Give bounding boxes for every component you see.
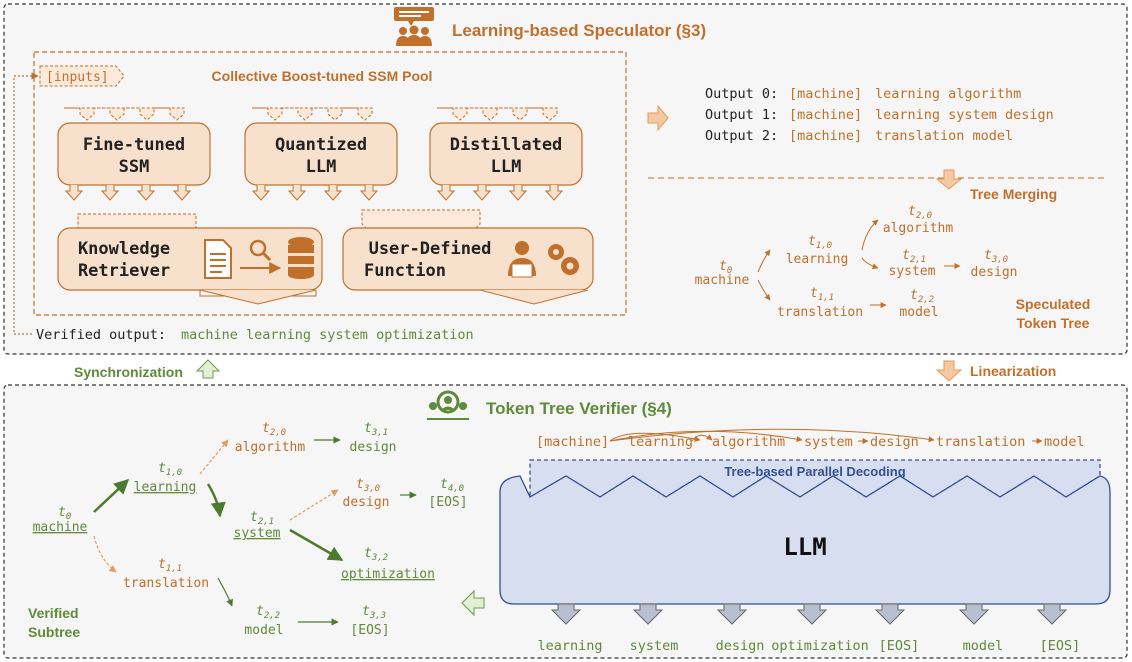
llm-output-2: design <box>716 638 765 654</box>
udf-line1: User-Defined <box>369 239 492 259</box>
llm-block <box>499 475 1111 605</box>
model-2-line1: Quantized <box>275 135 367 155</box>
udf-line2: Function <box>364 261 446 281</box>
llm-output-pins <box>550 603 1068 625</box>
inputs-tag <box>39 65 125 87</box>
model-1-line2: SSM <box>119 157 150 177</box>
spec-t21-word: system <box>889 264 936 279</box>
model-3-line1: Distillated <box>450 135 563 155</box>
ssm-pool-box <box>33 51 627 316</box>
pool-to-output-arrow <box>647 104 669 132</box>
ssm-pool-title: Collective Boost-tuned SSM Pool <box>212 68 433 84</box>
ver-t40-word: [EOS] <box>428 495 467 510</box>
speculator-title: Learning-based Speculator (§3) <box>452 21 706 40</box>
llm-output-4: [EOS] <box>879 638 920 654</box>
spec-t10-word: learning <box>786 252 849 267</box>
ver-t10-word: learning <box>134 480 197 495</box>
ver-t20-word: algorithm <box>235 440 306 455</box>
verified-output-value: machine learning system optimization <box>181 327 474 343</box>
seq-3: system <box>804 434 853 450</box>
verified-subtree-label-1: Verified <box>28 605 79 621</box>
speculated-tree: t0 machine t1,0 learning t1,1 translatio… <box>695 204 1018 320</box>
linearized-sequence: [machine] learning algorithm system desi… <box>536 434 1085 450</box>
llm-outputs: learning system design optimization [EOS… <box>537 638 1080 654</box>
ver-t30-word: design <box>343 495 390 510</box>
output-1-text: learning system design <box>875 107 1054 123</box>
speculated-tree-label-2: Token Tree <box>1017 315 1090 331</box>
knowledge-line2: Retriever <box>78 261 170 281</box>
llm-output-6: [EOS] <box>1040 638 1081 654</box>
seq-1: learning <box>628 434 693 450</box>
spec-t11-word: translation <box>777 305 863 320</box>
speculated-tree-edges <box>757 219 961 308</box>
spec-t30-word: design <box>971 265 1018 280</box>
feedback-line <box>13 72 39 335</box>
magnifier-icon <box>240 239 282 274</box>
ver-t22-word: model <box>244 623 283 638</box>
ver-t21-word: system <box>234 526 281 541</box>
ver-t33-word: [EOS] <box>350 623 389 638</box>
knowledge-line1: Knowledge <box>78 239 170 259</box>
spec-t22-word: model <box>899 305 938 320</box>
verified-output-label: Verified output: <box>36 327 166 343</box>
model-1-line1: Fine-tuned <box>83 135 185 155</box>
seq-4: design <box>870 434 919 450</box>
verified-subtree-label-2: Subtree <box>28 624 80 640</box>
document-icon <box>204 239 232 279</box>
llm-output-3: optimization <box>771 638 869 654</box>
output-2-label: Output 2: <box>705 128 778 144</box>
seq-2: algorithm <box>712 434 785 450</box>
model-2-line2: LLM <box>306 157 337 177</box>
ver-t32-word: optimization <box>341 567 435 582</box>
model-distillated-llm <box>429 107 583 201</box>
verified-tree-edges <box>93 436 417 626</box>
output-0-text: learning algorithm <box>875 86 1021 102</box>
output-2-text: translation model <box>875 128 1013 144</box>
output-1-label: Output 1: <box>705 107 778 123</box>
output-0-prefix: [machine] <box>789 86 862 102</box>
verifier-title: Token Tree Verifier (§4) <box>486 399 672 418</box>
verifier-icon <box>427 390 469 420</box>
seq-5: translation <box>936 434 1025 450</box>
llm-to-subtree-arrow <box>461 589 485 617</box>
output-2-prefix: [machine] <box>789 128 862 144</box>
inputs-label: [inputs] <box>46 70 109 85</box>
llm-label: LLM <box>783 533 826 561</box>
linearization-label: Linearization <box>970 363 1056 379</box>
gears-icon <box>548 244 579 275</box>
output-1-prefix: [machine] <box>789 107 862 123</box>
developer-icon <box>508 241 536 278</box>
model-finetuned-ssm <box>57 107 211 201</box>
database-icon <box>288 237 314 279</box>
spec-t20-word: algorithm <box>883 221 954 236</box>
seq-6: model <box>1044 434 1085 450</box>
linearization-arrow <box>935 360 963 382</box>
parallel-decoding-label: Tree-based Parallel Decoding <box>724 464 905 479</box>
llm-output-5: model <box>963 638 1004 654</box>
tree-merging-label: Tree Merging <box>970 186 1057 202</box>
model-quantized-llm <box>244 107 398 201</box>
llm-output-0: learning <box>537 638 602 654</box>
ver-t11-word: translation <box>123 576 209 591</box>
seq-0: [machine] <box>536 434 609 450</box>
team-icon <box>394 7 434 46</box>
llm-output-1: system <box>630 638 679 654</box>
ver-t31-word: design <box>350 440 397 455</box>
sync-label: Synchronization <box>74 364 183 380</box>
model-3-line2: LLM <box>491 157 522 177</box>
output-0-label: Output 0: <box>705 86 778 102</box>
ver-t0-word: machine <box>33 520 88 535</box>
tree-merging-arrow <box>935 169 963 190</box>
sequence-edges <box>609 428 1043 444</box>
spec-t0-word: machine <box>695 273 750 288</box>
verified-tree-nodes: t0 machine t1,0 learning t1,1 translatio… <box>33 421 468 638</box>
speculated-tree-label-1: Speculated <box>1016 296 1091 312</box>
knowledge-retriever-box <box>57 213 323 305</box>
sync-arrow <box>195 359 221 379</box>
